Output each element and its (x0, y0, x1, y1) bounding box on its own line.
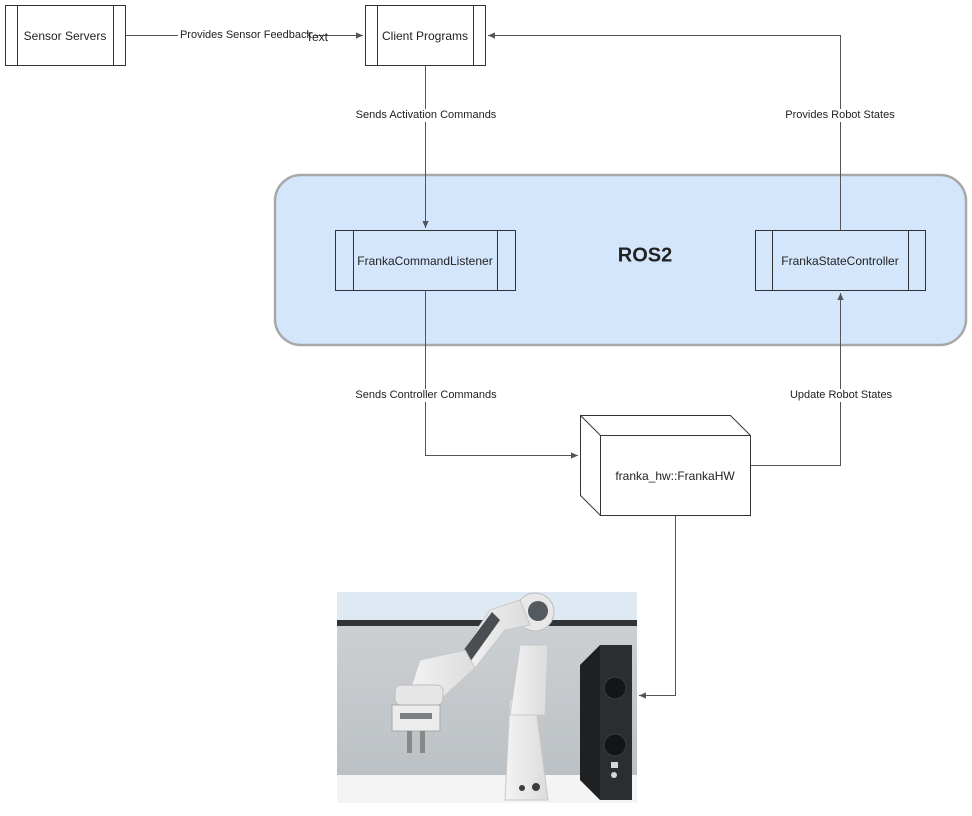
edge-label-update-robot-states: Update Robot States (787, 389, 895, 402)
edge-controller-commands (425, 290, 578, 459)
edge-label-sensor-feedback: Provides Sensor Feedback (177, 29, 315, 42)
robot-arm-image (337, 592, 637, 803)
edge-label-activation-commands: Sends Activation Commands (353, 109, 499, 122)
edge-hw-to-robot (639, 515, 676, 699)
edge-label-controller-commands: Sends Controller Commands (353, 389, 499, 402)
franka-hw-label: franka_hw::FrankaHW (615, 469, 735, 483)
franka-command-listener-label: FrankaCommandListener (357, 254, 493, 268)
edge-update-robot-states (750, 293, 844, 466)
franka-hw-node[interactable] (580, 415, 751, 516)
edge-label-provides-robot-states: Provides Robot States (783, 109, 897, 122)
ros2-container (273, 173, 968, 347)
stray-text: Text (305, 30, 329, 44)
ros2-title: ROS2 (617, 244, 673, 267)
client-programs-label: Client Programs (381, 29, 469, 43)
sensor-servers-label: Sensor Servers (23, 29, 107, 43)
franka-state-controller-node[interactable] (755, 230, 926, 291)
franka-state-controller-label: FrankaStateController (781, 254, 899, 268)
edge-provides-robot-states (488, 32, 841, 231)
controller-cabinet (580, 645, 632, 800)
franka-command-listener-node[interactable] (335, 230, 516, 291)
sensor-servers-node[interactable] (5, 5, 126, 66)
